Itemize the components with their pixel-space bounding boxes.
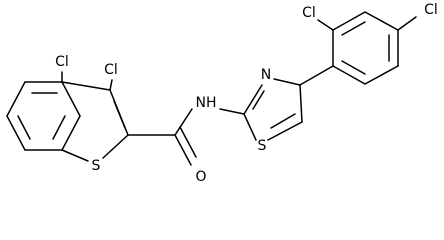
bond [219,108,245,115]
bond [299,65,334,86]
bond-double-inner [270,113,296,129]
bond [243,113,257,141]
bond [61,115,81,151]
bond [102,134,129,159]
bond [61,149,89,162]
atom-label-layer: Cl Cl S O NH N S Cl Cl [55,2,438,185]
bond-double-inner [113,100,126,129]
bond [109,79,113,91]
structure-canvas: Cl Cl S O NH N S Cl Cl [6,2,438,185]
bond [6,115,26,151]
bond [332,11,366,31]
bond-double-inner [341,21,366,36]
bond [364,11,399,31]
bond [364,65,399,85]
atom-cl-ortho: Cl [302,5,316,21]
bond [397,16,417,31]
atom-cl-para: Cl [424,2,438,18]
bond [6,81,26,117]
bond [61,81,81,117]
atom-s-thiazole: S [258,138,267,154]
molecule-structure: Cl Cl S O NH N S Cl Cl [6,2,438,185]
atom-o-carbonyl: O [195,169,206,185]
bond [243,84,263,115]
bond [273,78,301,86]
bond-double-inner [17,115,31,140]
bond-double-inner [252,90,265,110]
atom-cl-thiophene: Cl [104,62,118,78]
atom-n-thiazole: N [261,67,271,83]
bond-double-inner [341,60,366,75]
bond [174,108,193,136]
atom-nh-amide: NH [196,95,217,111]
bond [299,84,303,123]
bond [174,134,192,166]
bond-layer [6,11,417,166]
bond [332,65,366,85]
atom-s-benzothiophene: S [92,158,101,174]
bond [267,121,303,141]
bond [61,81,111,91]
bond-double-inner [52,115,66,140]
bond [179,126,197,158]
atom-cl-benzo: Cl [55,54,69,70]
bond [317,19,334,31]
